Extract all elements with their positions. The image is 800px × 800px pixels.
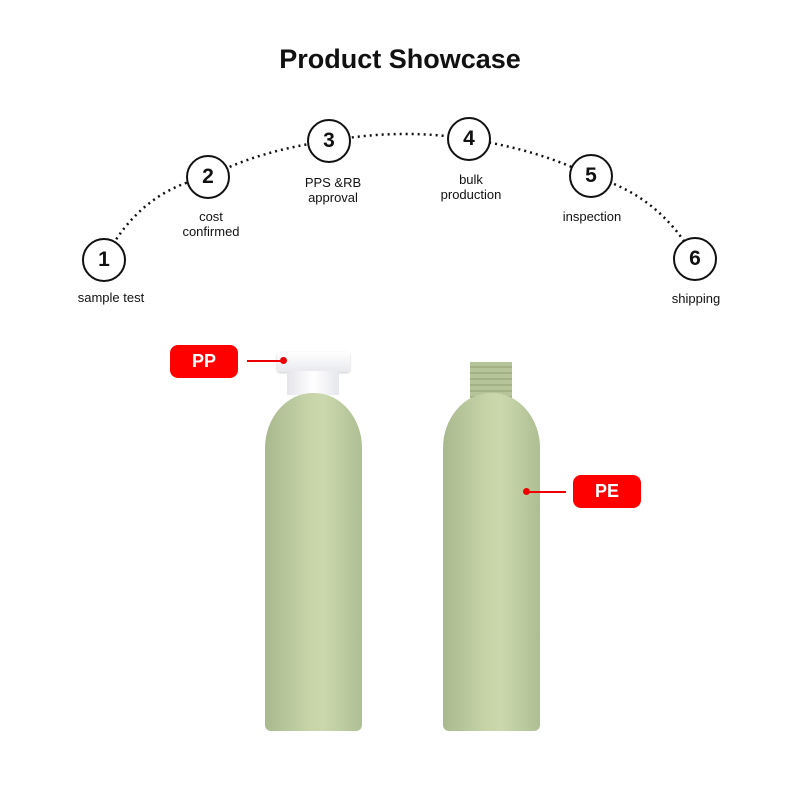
step-2-label: cost confirmed bbox=[182, 209, 240, 239]
step-3-circle: 3 bbox=[307, 119, 351, 163]
step-4-label: bulk production bbox=[440, 172, 502, 202]
step-4-circle: 4 bbox=[447, 117, 491, 161]
step-1-label: sample test bbox=[77, 290, 145, 305]
pp-material-tag: PP bbox=[170, 345, 238, 378]
step-2-circle: 2 bbox=[186, 155, 230, 199]
step-3-label: PPS &RB approval bbox=[304, 175, 362, 205]
pe-pointer-line bbox=[528, 491, 566, 493]
page-title: Product Showcase bbox=[279, 44, 521, 74]
pe-material-tag: PE bbox=[573, 475, 641, 508]
pe-pointer-dot bbox=[523, 488, 530, 495]
step-1-circle: 1 bbox=[82, 238, 126, 282]
pp-pointer-line bbox=[247, 360, 282, 362]
step-6-circle: 6 bbox=[673, 237, 717, 281]
step-5-circle: 5 bbox=[569, 154, 613, 198]
pp-pointer-dot bbox=[280, 357, 287, 364]
step-5-label: inspection bbox=[562, 209, 622, 224]
step-6-label: shipping bbox=[671, 291, 721, 306]
